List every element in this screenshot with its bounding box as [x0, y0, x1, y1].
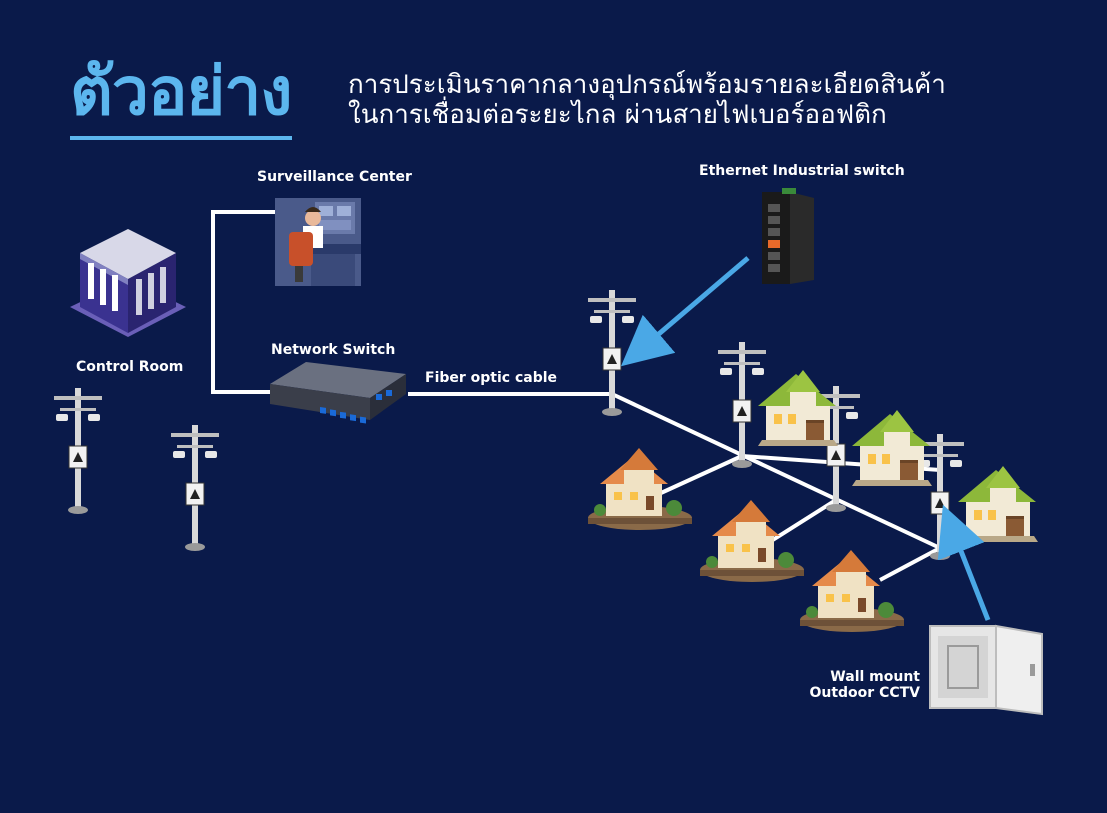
wall-mount-label-line-2: Outdoor CCTV: [809, 685, 920, 701]
operator-desk-icon: [275, 198, 361, 286]
house-icon: [958, 466, 1038, 542]
branch-cable-4: [879, 546, 941, 582]
house-icon: [852, 410, 932, 486]
subtitle-line-2: ในการเชื่อมต่อระยะไกล ผ่านสายไฟเบอร์ออฟต…: [348, 100, 887, 130]
cctv-pole-icon: [53, 387, 103, 515]
cctv-pole-icon: [587, 289, 637, 417]
house-icon: [758, 370, 838, 446]
wall-cabinet-icon: [929, 624, 1043, 716]
ethernet-industrial-switch-label: Ethernet Industrial switch: [699, 163, 905, 179]
switch-to-center-cable: [211, 210, 300, 394]
house-icon: [800, 550, 904, 632]
page-title: ตัวอย่าง: [70, 52, 293, 140]
network-switch-label: Network Switch: [271, 342, 396, 358]
wall-mount-label-line-1: Wall mount: [830, 669, 920, 685]
house-icon: [588, 448, 692, 530]
surveillance-center-label: Surveillance Center: [257, 169, 412, 185]
fiber-optic-cable-label: Fiber optic cable: [425, 370, 558, 386]
control-room-label: Control Room: [76, 359, 184, 375]
subtitle-line-1: การประเมินราคากลางอุปกรณ์พร้อมรายละเอียด…: [348, 70, 946, 100]
wall-mount-label: Wall mount Outdoor CCTV: [796, 669, 920, 701]
house-icon: [700, 500, 804, 582]
industrial-switch-icon: [762, 188, 814, 284]
trunk-cable: [611, 392, 941, 550]
cctv-pole-icon: [170, 424, 220, 552]
network-switch-icon: [270, 362, 406, 424]
page-subtitle: การประเมินราคากลางอุปกรณ์พร้อมรายละเอียด…: [348, 70, 946, 130]
building-icon: [70, 229, 186, 337]
arrow-to-pole: [620, 256, 750, 367]
arrow-to-cabinet-pole: [937, 504, 991, 621]
branch-cable-2: [649, 454, 743, 500]
